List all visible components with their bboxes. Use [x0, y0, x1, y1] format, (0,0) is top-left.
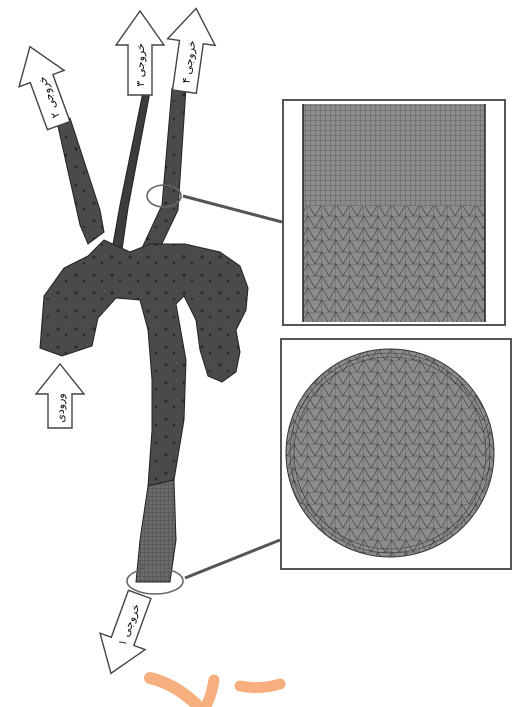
branch-left [57, 118, 104, 244]
connector-line-top [183, 196, 282, 222]
watermark-logo [150, 678, 280, 706]
branch-middle [112, 92, 150, 250]
arrow-outlet-1: خروجی ۱ [88, 586, 162, 681]
connector-line-bottom [185, 540, 280, 578]
mesh-detail-panel-top [283, 100, 505, 325]
arrow-outlet-4: خروجی ۴ [161, 5, 220, 95]
branch-right [142, 88, 186, 252]
aorta-geometry [40, 88, 248, 582]
descending-aorta-mesh [136, 480, 176, 582]
label-outlet-3: خروجی ۳ [134, 43, 147, 87]
arrow-outlet-3: خروجی ۳ [116, 11, 164, 95]
mesh-detail-panel-bottom [281, 339, 511, 569]
label-inlet: ورودی [54, 393, 67, 422]
arrow-inlet: ورودی [36, 364, 84, 428]
aortic-arch [40, 240, 248, 486]
